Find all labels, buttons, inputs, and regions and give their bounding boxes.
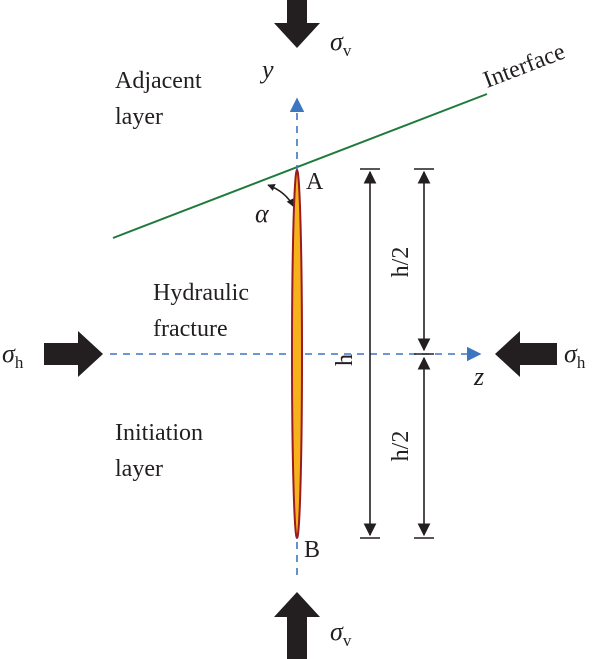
sigma-h-left-label: σh: [2, 339, 24, 372]
z-axis-label: z: [473, 362, 484, 391]
sigma-v-bottom-symbol: σ: [330, 617, 344, 646]
sigma-h-right-arrow: [495, 331, 557, 377]
sigma-h-right-subscript: h: [577, 353, 586, 372]
sigma-v-bottom-label: σv: [330, 617, 352, 650]
initiation-layer-label-1: Initiation: [115, 420, 203, 446]
sigma-h-left-arrow: [44, 331, 103, 377]
sigma-h-right-symbol: σ: [564, 339, 578, 368]
adjacent-layer-label-1: Adjacent: [115, 68, 202, 94]
dim-h-label: h: [332, 354, 358, 366]
sigma-h-right-label: σh: [564, 339, 586, 372]
hydraulic-fracture-shape: [291, 169, 303, 539]
sigma-h-left-subscript: h: [15, 353, 24, 372]
alpha-label: α: [255, 199, 270, 228]
hydraulic-fracture-label-2: fracture: [153, 316, 228, 342]
sigma-v-top-subscript: v: [343, 41, 352, 60]
sigma-v-bottom-subscript: v: [343, 631, 352, 650]
sigma-v-bottom-arrow: [274, 592, 320, 659]
initiation-layer-label-2: layer: [115, 456, 163, 482]
point-b-label: B: [304, 537, 320, 563]
adjacent-layer-label-2: layer: [115, 104, 163, 130]
y-axis-label: y: [259, 55, 274, 84]
dim-half-bottom-label: h/2: [388, 431, 414, 462]
point-a-label: A: [306, 169, 324, 195]
hydraulic-fracture-label-1: Hydraulic: [153, 280, 249, 306]
interface-line: [112, 93, 488, 239]
sigma-v-top-arrow: [274, 0, 320, 48]
interface-label: Interface: [480, 39, 569, 94]
sigma-v-top-label: σv: [330, 27, 352, 60]
alpha-arc: [267, 183, 294, 207]
dim-half-top-label: h/2: [388, 247, 414, 278]
sigma-h-left-symbol: σ: [2, 339, 16, 368]
sigma-v-top-symbol: σ: [330, 27, 344, 56]
